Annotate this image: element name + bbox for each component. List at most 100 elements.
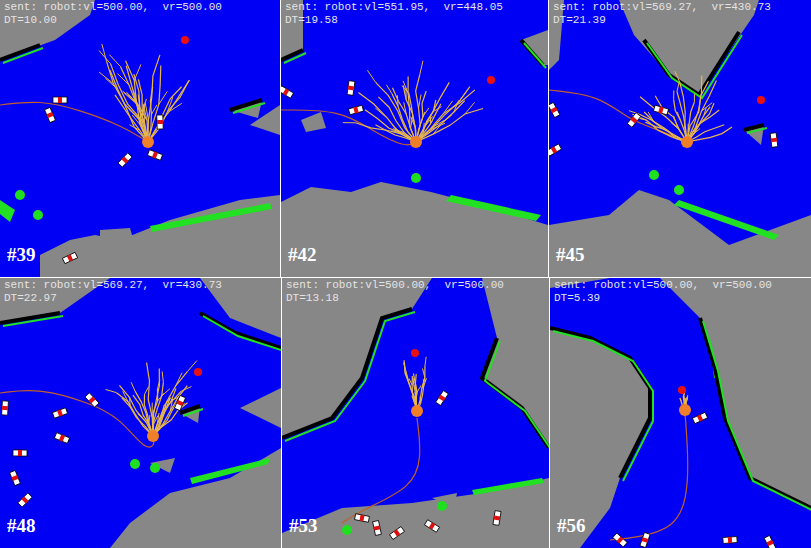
tree-branch	[182, 387, 192, 391]
robot	[147, 430, 159, 442]
tree-branch	[402, 86, 409, 93]
unknown-area	[549, 0, 811, 277]
tree-branch	[148, 80, 190, 142]
person-marker	[424, 520, 439, 533]
tree-branch	[425, 357, 426, 366]
tree-branch	[655, 96, 687, 142]
wall-edge	[282, 309, 412, 438]
tree-branch	[135, 391, 153, 436]
obstacle	[100, 228, 135, 250]
person-marker	[692, 412, 707, 423]
tree-branch	[107, 62, 148, 142]
search-tree	[343, 61, 483, 142]
tree-branch	[133, 395, 153, 436]
wall-fringe	[233, 103, 265, 113]
timer-text: DT=10.00	[4, 14, 57, 26]
wall-fringe	[203, 316, 281, 351]
person-marker	[10, 470, 21, 485]
person-marker	[281, 86, 294, 98]
goal	[678, 386, 686, 394]
robot	[410, 136, 422, 148]
map-panel	[550, 278, 811, 548]
tree-branch	[138, 79, 148, 142]
map-panel	[0, 0, 280, 277]
wall-edge	[0, 45, 40, 60]
free-space	[549, 0, 811, 245]
trajectory	[549, 90, 687, 142]
person-marker	[118, 153, 132, 167]
person-marker	[653, 105, 668, 115]
free-space	[550, 278, 811, 548]
person-marker	[355, 514, 370, 523]
waypoint-dot	[130, 459, 140, 469]
wall-fringe	[3, 316, 63, 326]
obstacle	[619, 0, 759, 95]
tree-branch	[109, 55, 120, 67]
tree-branch	[416, 82, 449, 142]
tree-branch	[133, 91, 148, 142]
person-marker	[347, 81, 355, 96]
obstacle	[150, 458, 175, 473]
timer-text: DT=19.58	[285, 14, 338, 26]
tree-branch	[147, 363, 153, 436]
waypoint-dot	[150, 463, 160, 473]
tree-branch	[677, 81, 679, 91]
status-text: sent: robot:vl=500.00, vr=500.00	[554, 279, 772, 291]
waypoint-dot	[15, 190, 25, 200]
goal	[411, 349, 419, 357]
tree-branch	[116, 393, 153, 436]
person-marker	[640, 532, 650, 547]
tree-branch	[673, 90, 674, 99]
map-panel	[282, 278, 549, 548]
person-marker	[174, 395, 185, 410]
goal	[757, 96, 765, 104]
wall-fringe	[3, 48, 43, 63]
wall-edge	[200, 313, 281, 348]
wall-fringe	[703, 321, 811, 511]
tree-branch	[356, 123, 416, 142]
sensed-edge	[446, 195, 541, 221]
tree-branch	[153, 391, 182, 436]
timer-text: DT=5.39	[554, 292, 600, 304]
tree-branch	[687, 125, 724, 142]
trajectory	[342, 418, 420, 523]
goal	[181, 36, 189, 44]
trajectory	[610, 413, 688, 540]
person-marker	[54, 433, 69, 444]
tree-branch	[142, 99, 146, 111]
tree-branch	[145, 102, 148, 119]
tree-branch	[420, 61, 423, 74]
tree-branch	[102, 44, 107, 62]
sensed-edge	[150, 203, 272, 232]
unknown-area	[0, 0, 280, 277]
trajectory	[281, 110, 416, 145]
panel-number: #39	[7, 245, 36, 266]
tree-branch	[687, 107, 710, 142]
person-marker	[147, 150, 162, 161]
tree-branch	[153, 386, 187, 436]
person-marker	[549, 102, 560, 117]
map-panel	[549, 0, 811, 277]
panel-number: #48	[7, 516, 36, 537]
timer-text: DT=22.97	[4, 292, 57, 304]
tree-branch	[386, 85, 392, 94]
tree-branch	[433, 122, 442, 134]
panel-number: #53	[289, 516, 318, 537]
tree-branch	[687, 81, 708, 142]
tree-branch	[640, 97, 687, 142]
person-marker	[723, 537, 737, 544]
wall-fringe	[524, 43, 546, 68]
wall-fringe	[284, 53, 306, 63]
robot	[411, 405, 423, 417]
person-marker	[613, 533, 627, 547]
tree-branch	[157, 380, 159, 389]
timer-text: DT=13.18	[286, 292, 339, 304]
panel-number: #42	[288, 245, 317, 266]
tree-branch	[694, 94, 695, 102]
unknown-area	[282, 278, 549, 548]
person-marker	[549, 144, 562, 156]
wall-fringe	[183, 409, 203, 416]
person-marker	[85, 393, 99, 407]
tree-branch	[153, 398, 170, 436]
